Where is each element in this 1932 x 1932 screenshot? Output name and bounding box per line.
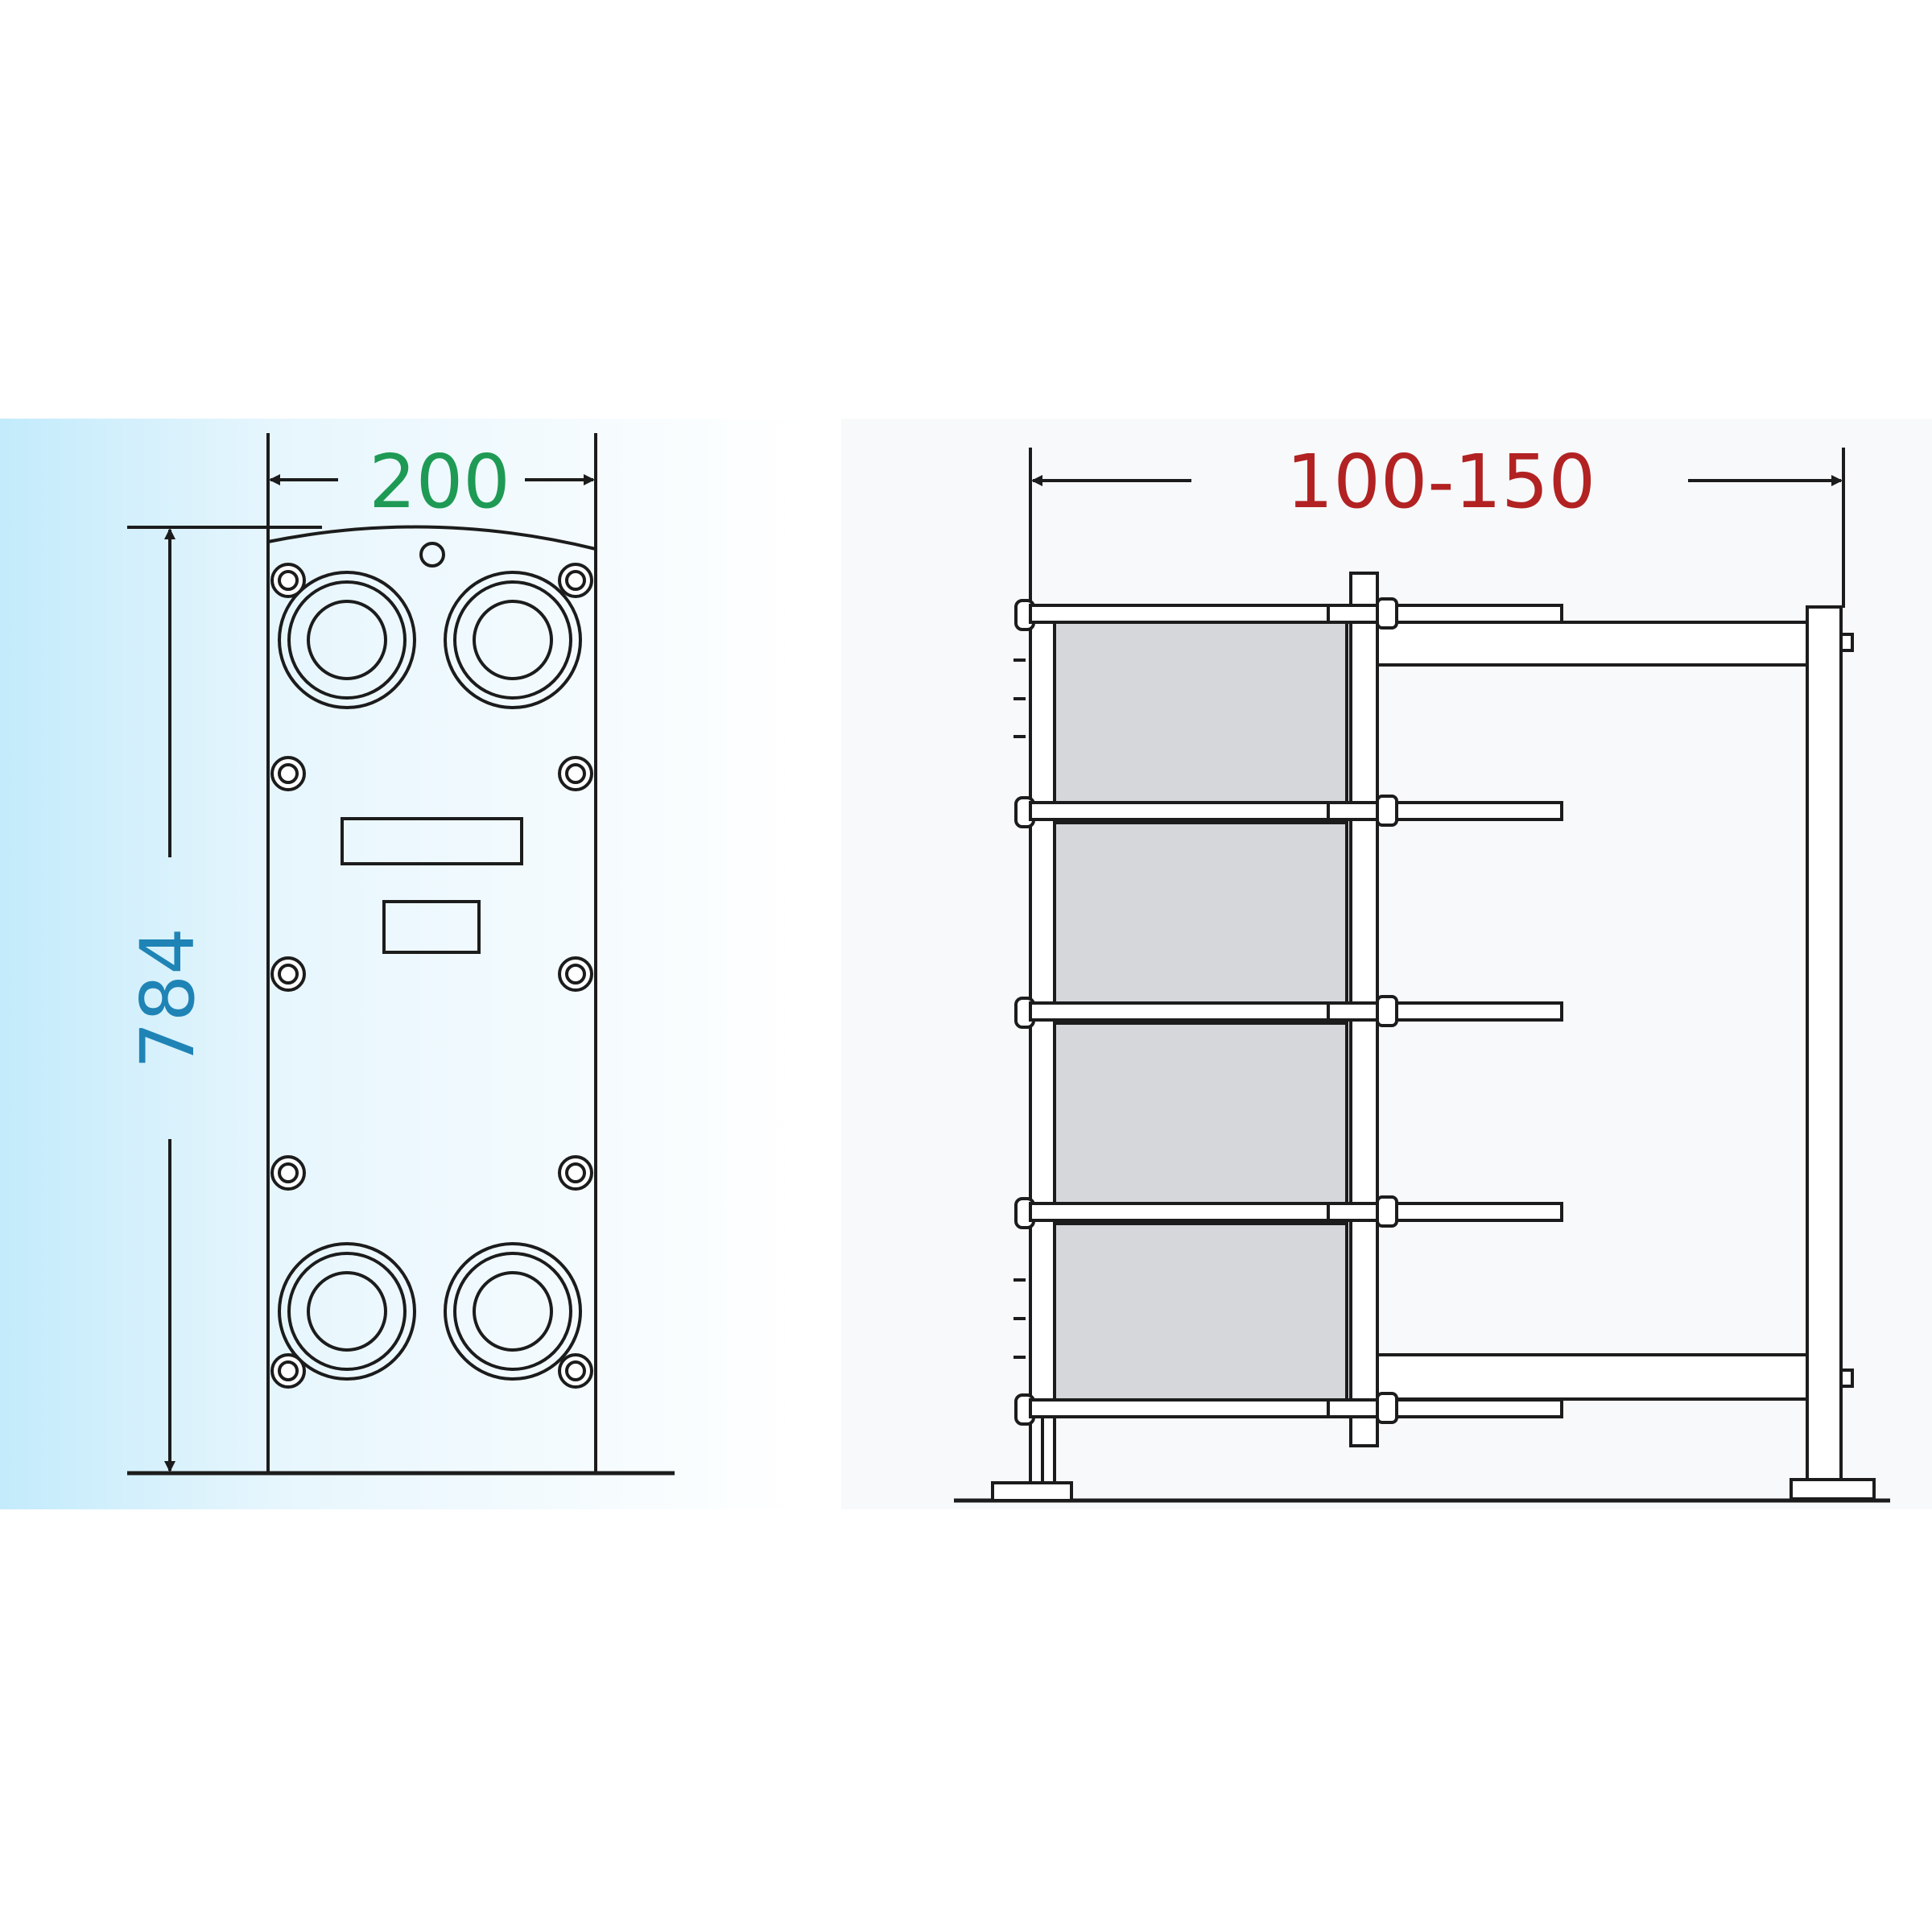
bolt-hole-icon <box>270 1353 306 1389</box>
bolt-hole-icon <box>558 1353 593 1389</box>
side-view-background <box>841 419 1932 1509</box>
plate-panel <box>1053 821 1348 1005</box>
plate-top-edge <box>267 525 597 551</box>
side-view <box>954 448 1890 1503</box>
plate-label-slot-large <box>341 817 523 865</box>
port-bottom-right-icon <box>444 1242 582 1381</box>
plate-panel <box>1053 1022 1348 1205</box>
height-dimension-label: 784 <box>125 927 211 1069</box>
port-top-left-icon <box>278 571 416 709</box>
bolt-holes <box>270 563 593 1389</box>
gauge-ticks <box>1013 658 1026 1359</box>
bolt-hole-icon <box>558 563 593 598</box>
bolt-hole-icon <box>270 1155 306 1191</box>
lower-guide-bar <box>1376 1353 1809 1401</box>
front-foot <box>991 1481 1073 1502</box>
rear-foot <box>1790 1478 1876 1501</box>
plate-label-slot-small <box>382 900 481 954</box>
port-bottom-left-icon <box>278 1242 416 1381</box>
front-view-background <box>0 419 805 1509</box>
bolt-hole-icon <box>558 956 593 992</box>
plate-side-edges <box>266 542 597 1473</box>
length-dimension-label: 100-150 <box>1286 439 1596 525</box>
width-dimension-label: 200 <box>369 439 510 525</box>
bolt-hole-icon <box>558 756 593 791</box>
bolt-hole-icon <box>270 563 306 598</box>
bolt-hole-icon <box>270 956 306 992</box>
rear-column-bracket <box>1839 1368 1854 1388</box>
port-top-right-icon <box>444 571 582 709</box>
tie-bolt <box>1014 1195 1563 1229</box>
bolt-hole-icon <box>558 1155 593 1191</box>
front-view <box>127 433 675 1476</box>
tie-bolt <box>1014 1392 1563 1426</box>
tie-bolt <box>1014 995 1563 1029</box>
rear-column-bracket <box>1839 633 1854 652</box>
plate-panel <box>1053 621 1348 804</box>
bolt-hole-icon <box>270 756 306 791</box>
upper-guide-bar <box>1376 621 1809 667</box>
plate-panel <box>1053 1222 1348 1406</box>
plate-small-hole-icon <box>419 542 445 568</box>
fixed-frame-plate <box>1029 610 1056 1491</box>
tie-bolt <box>1014 795 1563 828</box>
rear-support-column <box>1806 605 1843 1489</box>
tie-bolt <box>1014 597 1563 631</box>
